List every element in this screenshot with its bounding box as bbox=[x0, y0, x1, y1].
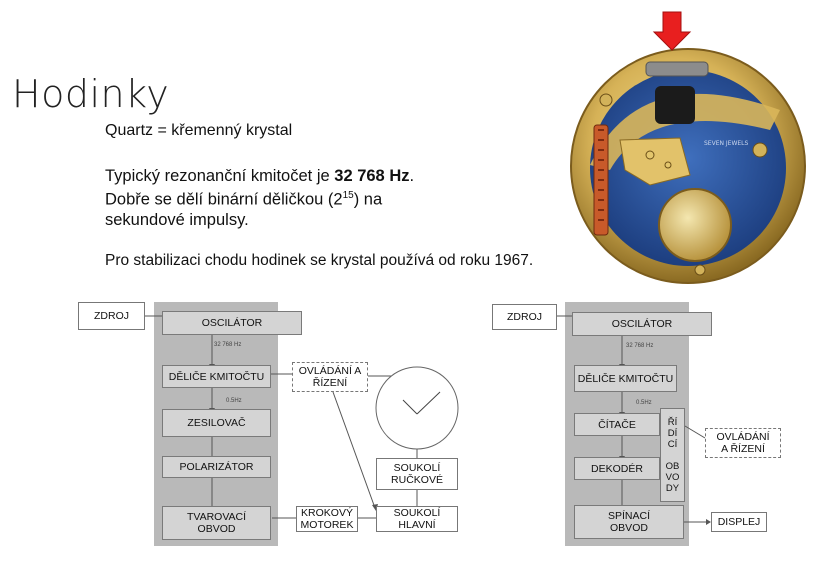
digital-freq-05-label: 0.5Hz bbox=[636, 400, 652, 406]
digital-oscilator-box: OSCILÁTOR bbox=[572, 312, 712, 336]
digital-ovladani-box: OVLÁDÁNÍ A ŘÍZENÍ bbox=[705, 428, 781, 458]
digital-ridici-obvody-box: ŘÍ DÍ CÍ OB VO DY bbox=[660, 408, 685, 502]
digital-freq-32768-label: 32 768 Hz bbox=[626, 343, 653, 349]
digital-citace-box: ČÍTAČE bbox=[574, 413, 660, 436]
digital-spinaci-box: SPÍNACÍ OBVOD bbox=[574, 505, 684, 539]
digital-delice-box: DĚLIČE KMITOČTU bbox=[574, 365, 677, 392]
digital-dekoder-box: DEKODÉR bbox=[574, 457, 660, 480]
digital-displej-box: DISPLEJ bbox=[711, 512, 767, 532]
digital-zdroj-box: ZDROJ bbox=[492, 304, 557, 330]
